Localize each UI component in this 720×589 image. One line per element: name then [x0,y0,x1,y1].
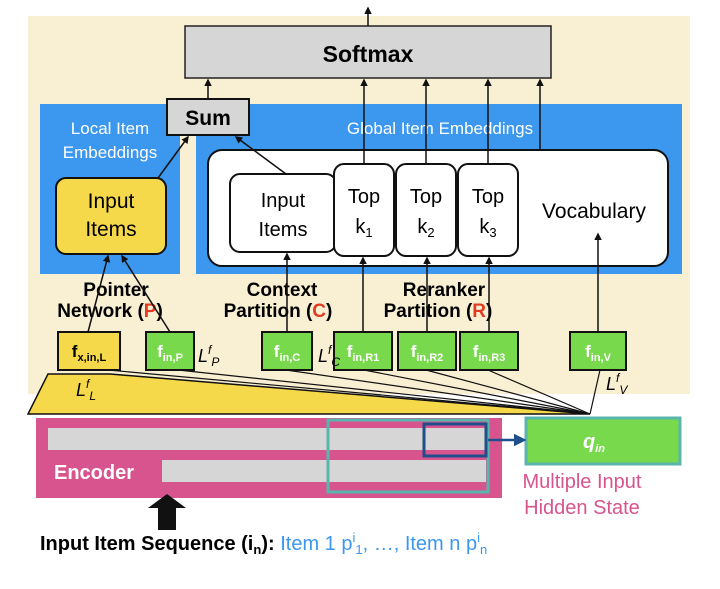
hidden-state-window [326,418,490,494]
topk1-box [333,163,395,257]
encoder-sequence-bar-top [48,428,486,450]
arrow-local-sum [157,135,189,179]
feature-local-label: fx,in,L [72,342,107,364]
loss-l-label: LfL [76,377,96,403]
vocabulary-label: Vocabulary [542,200,646,223]
last-hidden-state [422,422,488,458]
loss-p-label: LfP [198,343,219,369]
hidden-state-label-2: Hidden State [524,497,640,519]
feature-vocab-label: fin,V [585,342,612,364]
context-partition-label-1: Context [247,280,318,301]
arrow-flocal-items [87,254,111,333]
feature-r2-label: fin,R2 [411,342,444,364]
input-items-context-1: Input [261,190,306,212]
sum-box [166,98,250,136]
arrow-fpointer-items [121,254,171,333]
feature-r3-box [459,331,519,371]
arrow-input-items-sum [234,136,287,175]
local-embeddings-label-2: Embeddings [63,143,158,162]
feature-r1-box [333,331,393,371]
topk2-top: Top [410,186,442,208]
query-label: qin [583,431,605,455]
topk3-top: Top [472,186,504,208]
feature-vocab-box [569,331,627,371]
sum-label: Sum [185,107,231,130]
topk1-k: k1 [355,216,372,240]
input-items-local-1: Input [88,190,135,213]
hidden-state-label-1: Multiple Input [523,471,642,493]
feature-context-label: fin,C [274,342,301,364]
context-partition-label-2: Partition (C) [224,301,333,322]
encoder-label: Encoder [54,462,134,484]
input-items-local-2: Items [85,218,136,241]
topk2-k: k2 [417,216,434,240]
reranker-partition-label-2: Partition (R) [384,301,493,322]
softmax-box [184,25,552,79]
loss-v-label: LfV [606,371,628,397]
topk2-box [395,163,457,257]
loss-c-label: LfC [318,343,340,369]
feature-context-box [261,331,313,371]
feature-r1-label: fin,R1 [347,342,380,364]
projection-lines [107,369,601,415]
input-items-context-2: Items [259,219,308,241]
input-sequence-caption: Input Item Sequence (in): Item 1 pi1, …,… [40,530,487,557]
local-embeddings-label-1: Local Item [71,119,149,138]
feature-pointer-box [145,331,195,371]
query-box [524,416,682,466]
feature-local-box [57,331,121,371]
feature-r2-box [397,331,457,371]
encoder-sequence-bar-bottom [162,460,486,482]
feature-pointer-label: fin,P [157,342,183,364]
feature-r3-label: fin,R3 [473,342,506,364]
global-embeddings-label: Global Item Embeddings [347,119,533,138]
reranker-partition-label-1: Reranker [403,280,486,301]
input-arrow [148,494,186,530]
topk1-top: Top [348,186,380,208]
pointer-network-label-2: Network (P) [57,301,163,322]
topk3-k: k3 [479,216,496,240]
softmax-label: Softmax [323,41,414,67]
topk3-box [457,163,519,257]
input-items-local-box [55,177,167,255]
